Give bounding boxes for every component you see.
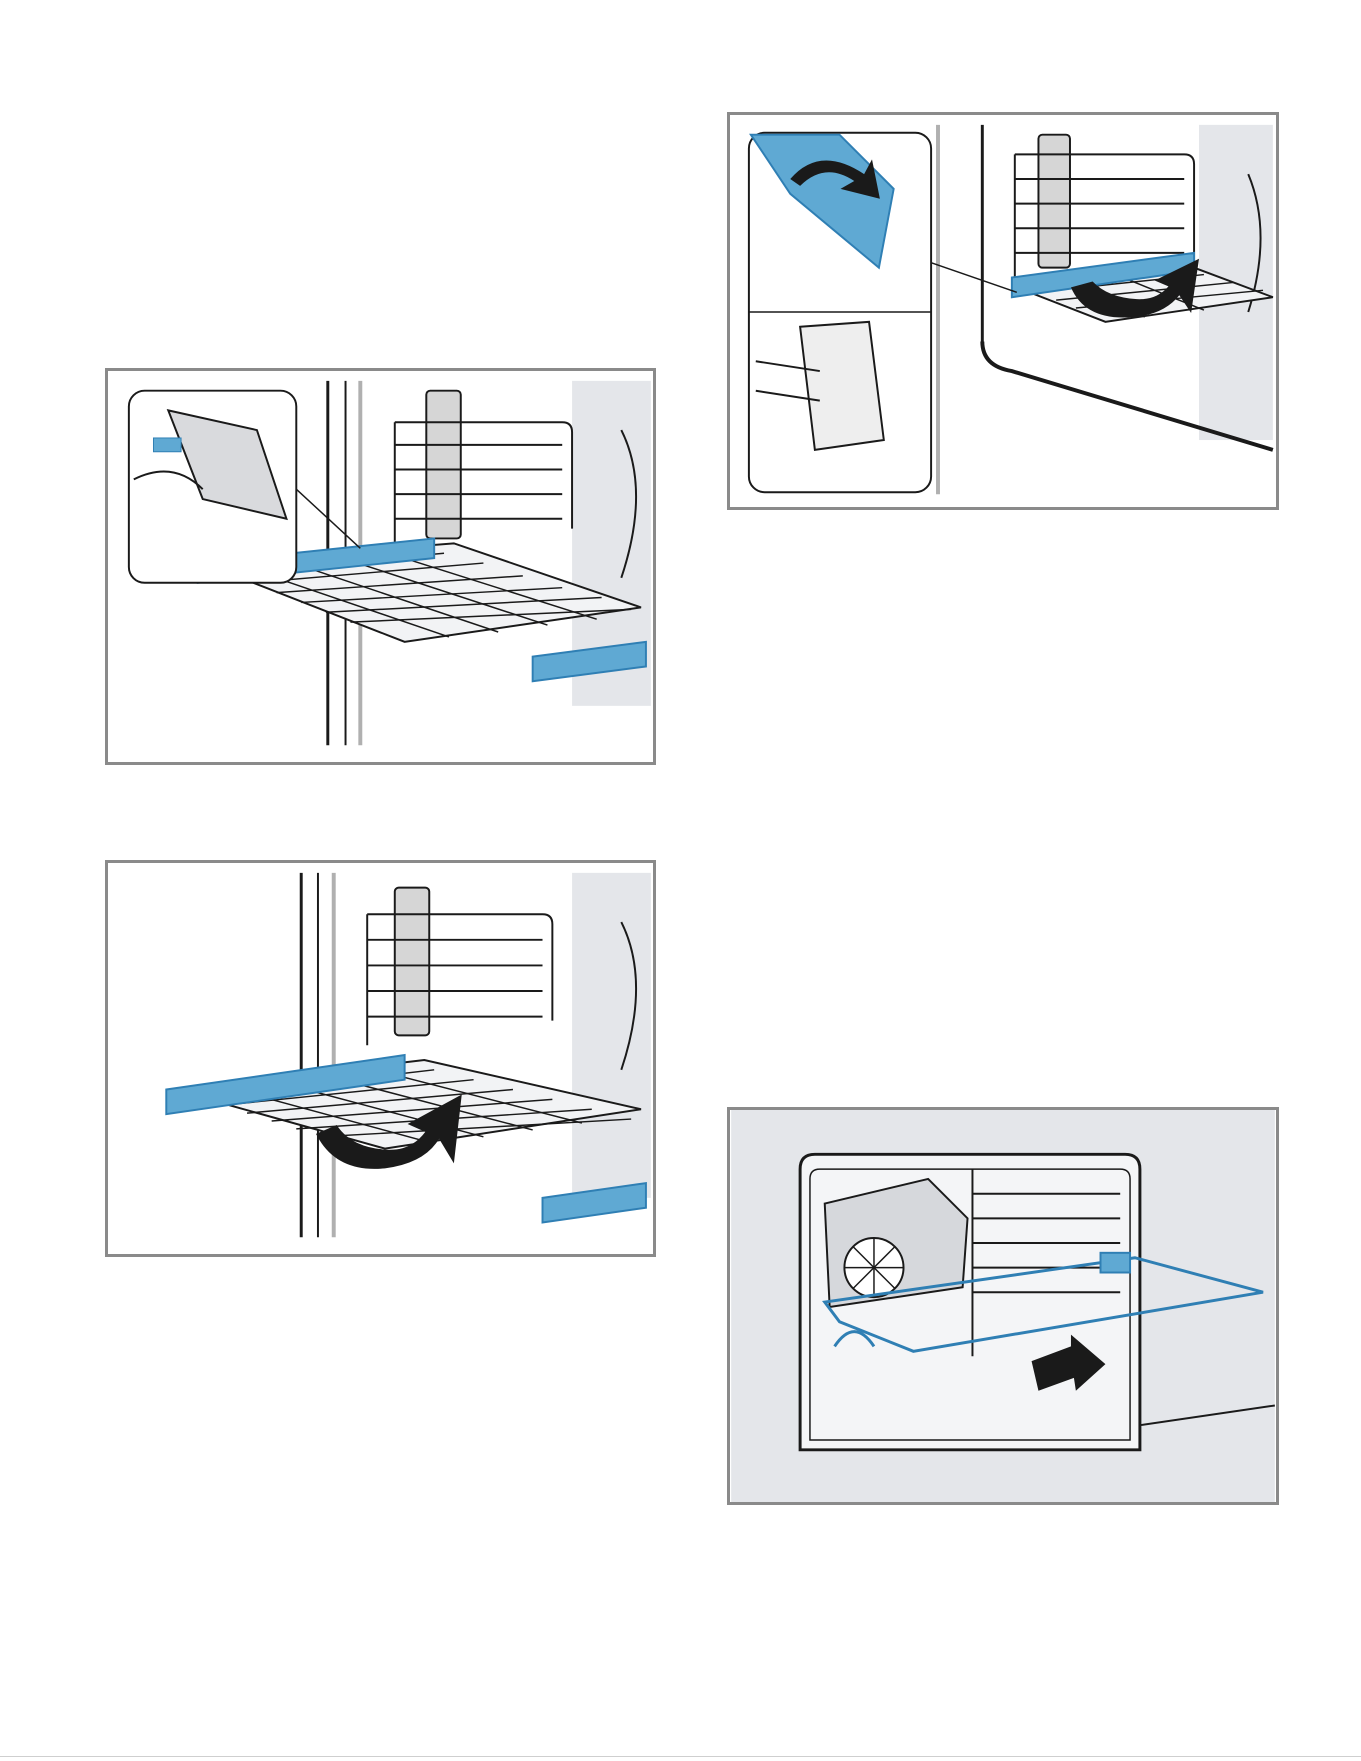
oven-rack-clip-detail-illustration	[108, 371, 653, 762]
page-footer-rule	[0, 1756, 1361, 1757]
oven-rack-attach-clip-illustration	[730, 115, 1276, 507]
figure-rack-attach-clip	[727, 112, 1279, 510]
figure-rack-clip-detail	[105, 368, 656, 765]
figure-rack-rotate	[105, 860, 656, 1257]
oven-rack-rotate-illustration	[108, 863, 653, 1254]
oven-insert-probe-rack-illustration	[730, 1110, 1276, 1502]
figure-insert-rack	[727, 1107, 1279, 1505]
